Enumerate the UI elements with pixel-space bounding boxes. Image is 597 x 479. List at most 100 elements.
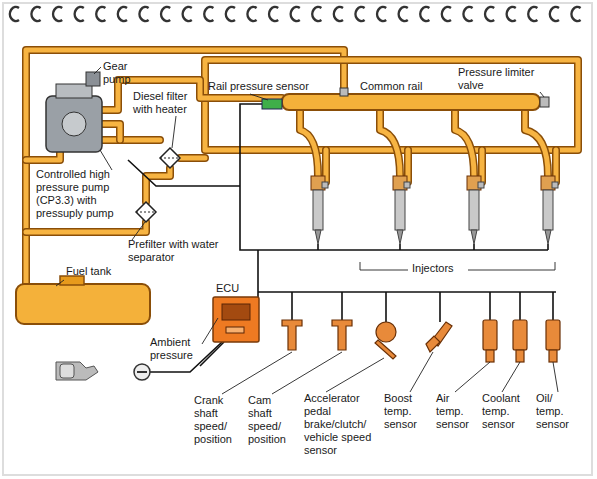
fuel-pipes — [26, 222, 146, 232]
injectors — [404, 182, 410, 188]
wiring — [200, 342, 224, 366]
injectors — [313, 190, 323, 230]
spiral-binding — [291, 7, 300, 21]
ignition-key — [137, 371, 147, 373]
ignition-key — [134, 364, 150, 380]
part-label: Ambient pressure — [150, 336, 206, 362]
spiral-binding — [53, 7, 62, 21]
sensors — [549, 350, 557, 362]
spiral-binding — [485, 7, 494, 21]
spiral-binding — [334, 7, 343, 21]
spiral-binding — [550, 7, 559, 21]
leader-lines — [250, 94, 268, 100]
sensors — [483, 320, 497, 350]
sensors — [426, 336, 440, 352]
spiral-binding — [269, 7, 278, 21]
ignition-key — [56, 362, 150, 380]
fuel-tank — [16, 276, 150, 324]
injectors — [315, 230, 321, 244]
spiral-binding — [32, 7, 41, 21]
fuel-pipes — [326, 150, 556, 182]
ignition-key — [60, 364, 74, 378]
leader-lines — [56, 67, 558, 394]
fuel-pipes — [525, 110, 548, 176]
leader-lines — [202, 318, 218, 344]
spiral-binding — [507, 7, 516, 21]
spiral-binding — [377, 7, 386, 21]
wiring — [240, 104, 548, 250]
sensors — [486, 350, 494, 362]
spiral-binding — [183, 7, 192, 21]
fuel-pipes — [146, 168, 170, 202]
spiral-binding — [96, 7, 105, 21]
leader-lines — [56, 280, 64, 286]
spiral-binding — [204, 7, 213, 21]
injectors — [543, 190, 553, 230]
fuel-pipes — [455, 110, 474, 176]
part-label: Prefilter with water separator — [128, 238, 228, 264]
leader-lines — [540, 92, 544, 97]
spiral-binding — [75, 7, 84, 21]
injectors — [471, 230, 477, 244]
sensors — [375, 340, 396, 359]
fuel-pipes — [300, 110, 318, 176]
part-label: Diesel filter with heater — [133, 90, 203, 116]
fuel-pipes — [380, 110, 400, 176]
spiral-binding — [572, 7, 581, 21]
fuel-pipes — [26, 50, 344, 288]
spiral-binding — [10, 7, 19, 21]
fuel-pipes — [146, 168, 170, 202]
fuel-pipes — [26, 50, 344, 288]
part-label: Rail pressure sensor — [208, 80, 326, 93]
spiral-binding — [248, 7, 257, 21]
sensors — [282, 320, 302, 350]
filter-symbols — [136, 148, 180, 222]
fuel-pipes — [102, 124, 120, 140]
spiral-binding — [442, 7, 451, 21]
wiring — [258, 291, 556, 293]
part-label: Fuel tank — [66, 265, 136, 278]
spiral-binding — [10, 7, 581, 21]
spiral-binding — [312, 7, 321, 21]
injectors — [552, 182, 558, 188]
fuel-pipes — [26, 50, 578, 288]
spiral-binding — [118, 7, 127, 21]
fuel-pipes — [26, 152, 60, 160]
filter-symbols — [160, 148, 180, 168]
sensors — [376, 322, 396, 342]
wiring — [257, 250, 259, 297]
sensors — [516, 350, 524, 362]
spiral-binding — [528, 7, 537, 21]
spiral-binding — [420, 7, 429, 21]
fuel-pipes — [525, 110, 548, 176]
part-label: Crank shaft speed/ position — [194, 394, 240, 446]
ignition-key — [56, 362, 98, 380]
high-pressure-pump — [62, 112, 86, 136]
filter-symbols — [136, 212, 156, 213]
wiring — [128, 104, 556, 372]
fuel-pipes — [380, 110, 400, 176]
leader-lines — [222, 352, 558, 394]
common-rail — [282, 94, 540, 110]
ecu-box — [226, 327, 244, 333]
sensors — [332, 320, 352, 350]
leader-lines — [172, 116, 176, 148]
filter-symbols — [136, 202, 156, 222]
injectors — [311, 176, 558, 244]
common-rail — [340, 88, 348, 96]
part-label: Coolant temp. sensor — [482, 392, 532, 431]
common-rail — [262, 99, 282, 109]
fuel-pipes — [102, 124, 120, 140]
filter-symbols — [160, 158, 180, 159]
part-label: ECU — [216, 282, 256, 295]
ecu-box — [222, 304, 250, 320]
sensors — [282, 320, 560, 362]
common-rail — [540, 97, 549, 107]
fuel-pipes — [26, 152, 60, 160]
fuel-tank — [16, 284, 150, 324]
wiring — [292, 292, 553, 322]
injectors — [469, 190, 479, 230]
fuel-pipes — [300, 110, 318, 176]
fuel-pipes — [26, 222, 146, 232]
